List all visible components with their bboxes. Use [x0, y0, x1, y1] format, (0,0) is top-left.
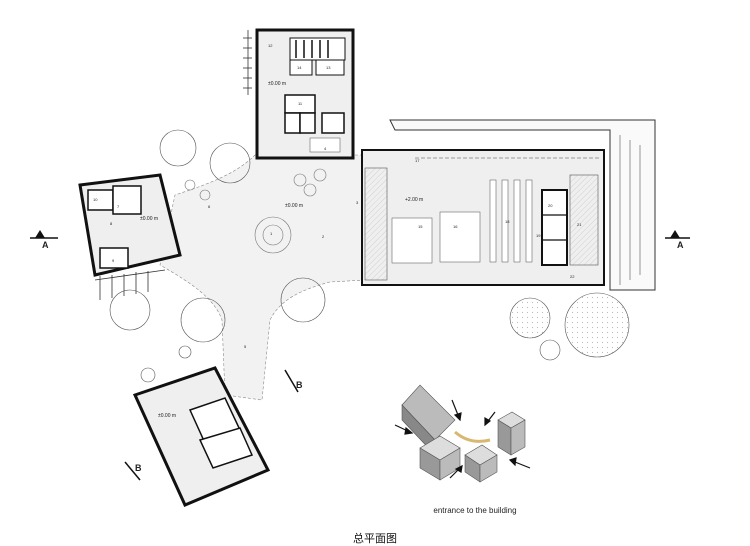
- level-label-south: ±0.00 m: [158, 413, 176, 419]
- south-wing: [132, 366, 271, 507]
- level-label-east: +2.00 m: [405, 197, 423, 203]
- svg-text:17: 17: [415, 158, 420, 163]
- section-mark-a-left: A: [30, 230, 58, 250]
- svg-text:3: 3: [356, 200, 359, 205]
- room-numbers: 1 2 3 4 5 6 7 8 9 10 11 12 13 14 15 16 1…: [93, 43, 582, 349]
- svg-text:A: A: [42, 240, 49, 250]
- level-label-plaza: ±0.00 m: [285, 203, 303, 209]
- svg-text:14: 14: [297, 65, 302, 70]
- svg-text:4: 4: [324, 146, 327, 151]
- svg-text:9: 9: [112, 258, 115, 263]
- svg-text:1: 1: [270, 231, 273, 236]
- section-mark-b-left: B: [124, 461, 142, 481]
- svg-text:12: 12: [268, 43, 273, 48]
- svg-text:11: 11: [298, 101, 303, 106]
- plaza-features: [184, 168, 327, 254]
- svg-text:2: 2: [322, 234, 325, 239]
- svg-text:20: 20: [548, 203, 553, 208]
- axonometric-caption: entrance to the building: [433, 506, 517, 515]
- svg-text:5: 5: [244, 344, 247, 349]
- svg-text:19: 19: [536, 233, 541, 238]
- svg-text:8: 8: [110, 221, 113, 226]
- svg-text:22: 22: [570, 274, 575, 279]
- north-wing: [243, 28, 355, 160]
- west-wing: [78, 173, 182, 300]
- level-label-west: ±0.00 m: [140, 216, 158, 222]
- svg-text:B: B: [135, 463, 142, 473]
- entrance-arrows: [394, 399, 531, 479]
- svg-text:6: 6: [208, 204, 211, 209]
- svg-text:16: 16: [453, 224, 458, 229]
- central-plaza: [159, 154, 366, 401]
- level-label-north: ±0.00 m: [268, 81, 286, 87]
- svg-text:7: 7: [117, 204, 120, 209]
- svg-text:18: 18: [505, 219, 510, 224]
- svg-text:B: B: [296, 380, 303, 390]
- svg-text:A: A: [677, 240, 684, 250]
- section-mark-a-right: A: [665, 230, 690, 250]
- drawing-title: 总平面图: [353, 532, 397, 545]
- svg-text:13: 13: [326, 65, 331, 70]
- svg-text:21: 21: [577, 222, 582, 227]
- svg-text:10: 10: [93, 197, 98, 202]
- svg-text:15: 15: [418, 224, 423, 229]
- east-hall: [361, 119, 656, 291]
- section-mark-b-right: B: [284, 369, 303, 393]
- landscape-trees: [109, 129, 630, 383]
- axonometric-diagram: [401, 384, 526, 483]
